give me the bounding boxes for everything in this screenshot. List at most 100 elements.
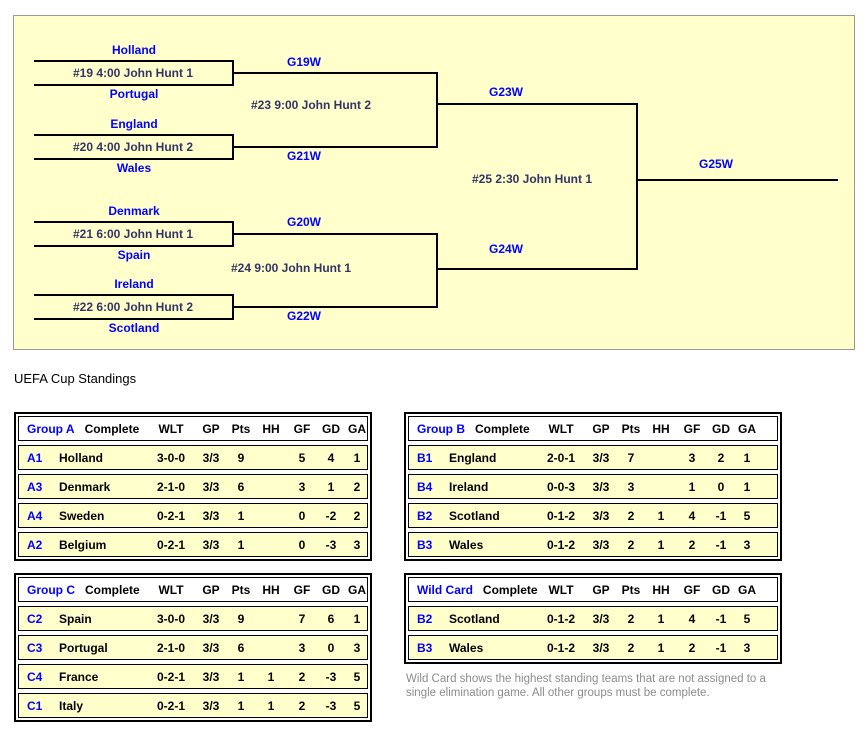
gp-value: 3/3: [592, 640, 610, 655]
gp-value: 3/3: [202, 640, 220, 655]
gf-value: 2: [298, 669, 306, 684]
col-header-gp: GP: [202, 421, 220, 436]
connector-line: [234, 306, 438, 308]
gp-value: 3/3: [592, 537, 610, 552]
col-header-ga: GA: [738, 582, 756, 597]
ga-value: 2: [353, 479, 361, 494]
ga-value: 3: [743, 640, 751, 655]
team-name: Portugal: [59, 640, 108, 655]
gp-value: 3/3: [202, 537, 220, 552]
gp-value: 3/3: [592, 450, 610, 465]
col-header-gf: GF: [683, 421, 701, 436]
col-header-ga: GA: [738, 421, 756, 436]
gp-value: 3/3: [202, 479, 220, 494]
gd-value: -3: [325, 537, 337, 552]
pts-value: 1: [237, 508, 245, 523]
ga-value: 5: [353, 698, 361, 713]
gf-value: 4: [688, 508, 696, 523]
bracket-game-19-slot[interactable]: #19 4:00 John Hunt 1: [34, 60, 234, 86]
bracket-game-24-slot[interactable]: #24 9:00 John Hunt 1: [230, 261, 352, 275]
col-header-wlt: WLT: [548, 582, 574, 597]
table-row: A2 Belgium 0-2-1 3/3 1 0 -3 3: [18, 532, 368, 557]
seed: A2: [27, 537, 43, 552]
gd-value: 6: [327, 611, 335, 626]
table-row: B2 Scotland 0-1-2 3/3 2 1 4 -1 5: [408, 606, 778, 631]
wlt-value: 3-0-0: [156, 611, 185, 626]
table-row: B2 Scotland 0-1-2 3/3 2 1 4 -1 5: [408, 503, 778, 528]
bracket-game-25-slot[interactable]: #25 2:30 John Hunt 1: [471, 172, 593, 186]
gd-value: 0: [327, 640, 335, 655]
connector-line: [436, 268, 638, 270]
gf-value: 0: [298, 508, 306, 523]
pts-value: 2: [627, 611, 635, 626]
ga-value: 3: [743, 537, 751, 552]
pts-value: 3: [627, 479, 635, 494]
col-header-gp: GP: [202, 582, 220, 597]
connector-line: [436, 103, 638, 105]
bracket-join-line: [636, 103, 638, 270]
connector-line: [234, 72, 438, 74]
col-header-pts: Pts: [621, 421, 641, 436]
seed: C2: [27, 611, 43, 626]
pts-value: 1: [237, 669, 245, 684]
col-header-gp: GP: [592, 421, 610, 436]
ga-value: 3: [353, 537, 361, 552]
ga-value: 5: [353, 669, 361, 684]
team-name: Belgium: [59, 537, 107, 552]
gd-value: -1: [715, 508, 727, 523]
bracket-game-21-slot[interactable]: #21 6:00 John Hunt 1: [34, 221, 234, 247]
pts-value: 2: [627, 537, 635, 552]
wlt-value: 0-1-2: [546, 537, 575, 552]
winner-label-g25w: G25W: [698, 157, 733, 171]
seed: C1: [27, 698, 43, 713]
gp-value: 3/3: [592, 479, 610, 494]
col-header-hh: HH: [262, 421, 280, 436]
gd-value: -1: [715, 640, 727, 655]
gf-value: 2: [298, 698, 306, 713]
pts-value: 1: [237, 698, 245, 713]
gd-value: -1: [715, 537, 727, 552]
pts-value: 6: [237, 479, 245, 494]
gp-value: 3/3: [202, 669, 220, 684]
bracket-team-spain: Spain: [117, 248, 151, 262]
seed: B1: [417, 450, 433, 465]
team-name: Spain: [59, 611, 92, 626]
gp-value: 3/3: [592, 508, 610, 523]
bracket-game-23-slot[interactable]: #23 9:00 John Hunt 2: [250, 98, 372, 112]
wlt-value: 0-1-2: [546, 611, 575, 626]
col-header-ga: GA: [348, 582, 366, 597]
page-title: UEFA Cup Standings: [14, 371, 137, 386]
pts-value: 6: [237, 640, 245, 655]
group-status: Complete: [475, 421, 530, 436]
hh-value: 1: [657, 508, 665, 523]
connector-line: [234, 233, 438, 235]
winner-label-g24w: G24W: [488, 242, 523, 256]
connector-line: [234, 146, 438, 148]
seed: B3: [417, 537, 433, 552]
gp-value: 3/3: [592, 611, 610, 626]
col-header-pts: Pts: [621, 582, 641, 597]
seed: B2: [417, 508, 433, 523]
pts-value: 2: [627, 508, 635, 523]
table-row: A4 Sweden 0-2-1 3/3 1 0 -2 2: [18, 503, 368, 528]
bracket-game-20-slot[interactable]: #20 4:00 John Hunt 2: [34, 134, 234, 160]
bracket-game-22-slot[interactable]: #22 6:00 John Hunt 2: [34, 294, 234, 320]
col-header-ga: GA: [348, 421, 366, 436]
team-name: Scotland: [449, 508, 500, 523]
gp-value: 3/3: [202, 450, 220, 465]
col-header-hh: HH: [652, 421, 670, 436]
table-row: B3 Wales 0-1-2 3/3 2 1 2 -1 3: [408, 635, 778, 660]
gp-value: 3/3: [202, 698, 220, 713]
gd-value: -1: [715, 611, 727, 626]
bracket-team-portugal: Portugal: [109, 87, 159, 101]
bracket-panel: Holland #19 4:00 John Hunt 1 Portugal G1…: [13, 15, 855, 350]
group-status: Complete: [482, 582, 538, 597]
bracket-team-scotland: Scotland: [108, 321, 160, 335]
winner-label-g21w: G21W: [286, 149, 321, 163]
col-header-wlt: WLT: [548, 421, 574, 436]
col-header-gd: GD: [322, 582, 340, 597]
